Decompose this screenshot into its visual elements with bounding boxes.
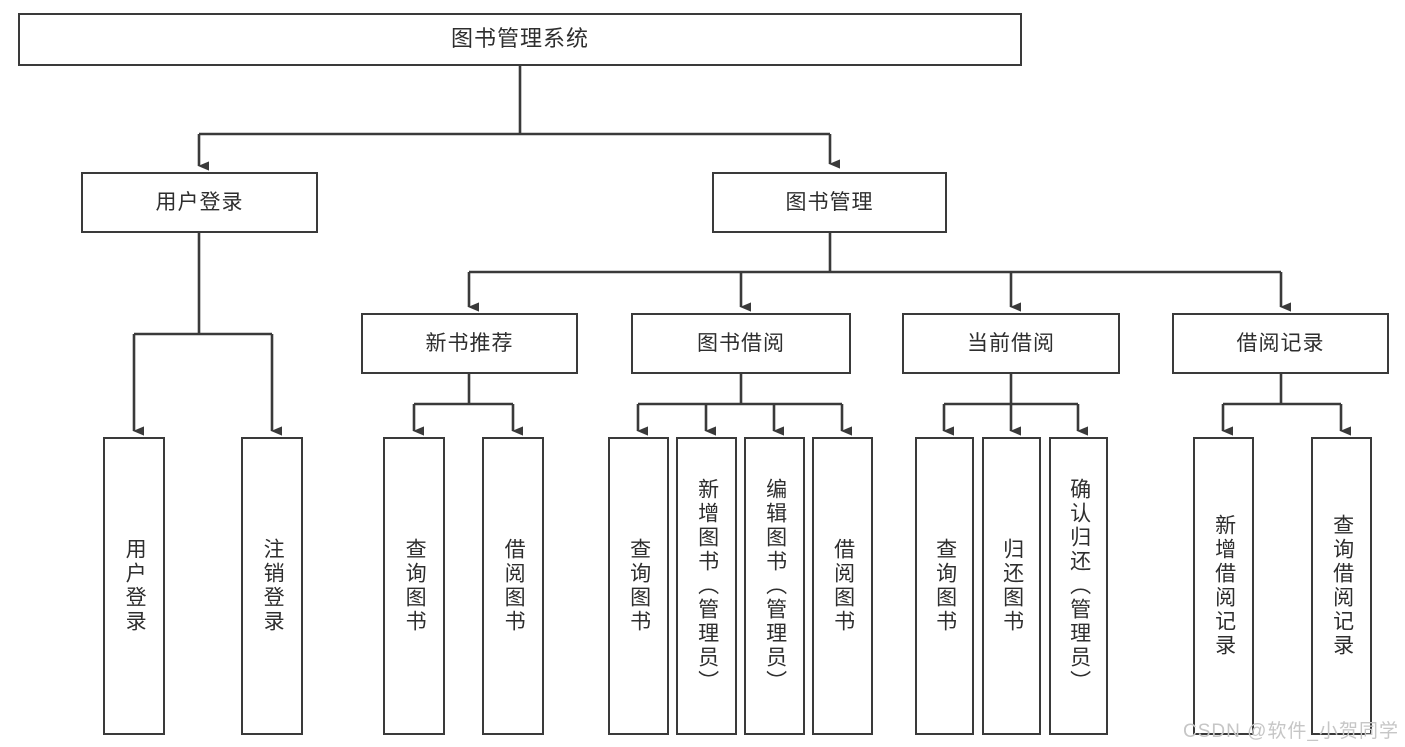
node-label: 编辑图书（管理员） [763,478,787,694]
leaf-current-borrow-query[interactable]: 查询图书 [915,437,974,735]
node-label: 新增借阅记录 [1212,514,1236,658]
leaf-current-borrow-return[interactable]: 归还图书 [982,437,1041,735]
node-label: 注销登录 [261,538,285,634]
node-label: 图书管理系统 [450,26,589,52]
node-book-borrow[interactable]: 图书借阅 [631,313,851,374]
leaf-book-borrow-query[interactable]: 查询图书 [608,437,669,735]
node-book-manage[interactable]: 图书管理 [712,172,947,233]
node-label: 借阅图书 [831,538,855,634]
leaf-user-login-signout[interactable]: 注销登录 [241,437,303,735]
node-label: 归还图书 [1000,538,1024,634]
leaf-borrow-record-query[interactable]: 查询借阅记录 [1311,437,1372,735]
leaf-book-borrow-lend[interactable]: 借阅图书 [812,437,873,735]
node-label: 查询图书 [403,538,427,634]
leaf-book-borrow-add[interactable]: 新增图书（管理员） [676,437,737,735]
leaf-current-borrow-confirm[interactable]: 确认归还（管理员） [1049,437,1108,735]
node-label: 当前借阅 [967,331,1055,355]
node-user-login[interactable]: 用户登录 [81,172,318,233]
node-label: 借阅记录 [1236,331,1325,355]
node-label: 新增图书（管理员） [695,478,719,694]
leaf-new-book-borrow[interactable]: 借阅图书 [482,437,544,735]
node-root-system[interactable]: 图书管理系统 [18,13,1022,66]
node-label: 图书管理 [785,190,874,214]
leaf-book-borrow-edit[interactable]: 编辑图书（管理员） [744,437,805,735]
node-label: 用户登录 [123,538,147,634]
node-label: 查询图书 [627,538,651,634]
node-new-book-recommend[interactable]: 新书推荐 [361,313,578,374]
node-label: 查询借阅记录 [1330,514,1354,658]
leaf-user-login-signin[interactable]: 用户登录 [103,437,165,735]
node-label: 图书借阅 [697,331,785,355]
leaf-new-book-query[interactable]: 查询图书 [383,437,445,735]
node-current-borrow[interactable]: 当前借阅 [902,313,1120,374]
node-label: 用户登录 [155,190,244,214]
node-label: 查询图书 [933,538,957,634]
node-label: 确认归还（管理员） [1067,478,1091,694]
leaf-borrow-record-add[interactable]: 新增借阅记录 [1193,437,1254,735]
node-label: 借阅图书 [502,538,526,634]
node-borrow-record[interactable]: 借阅记录 [1172,313,1389,374]
node-label: 新书推荐 [425,331,514,355]
